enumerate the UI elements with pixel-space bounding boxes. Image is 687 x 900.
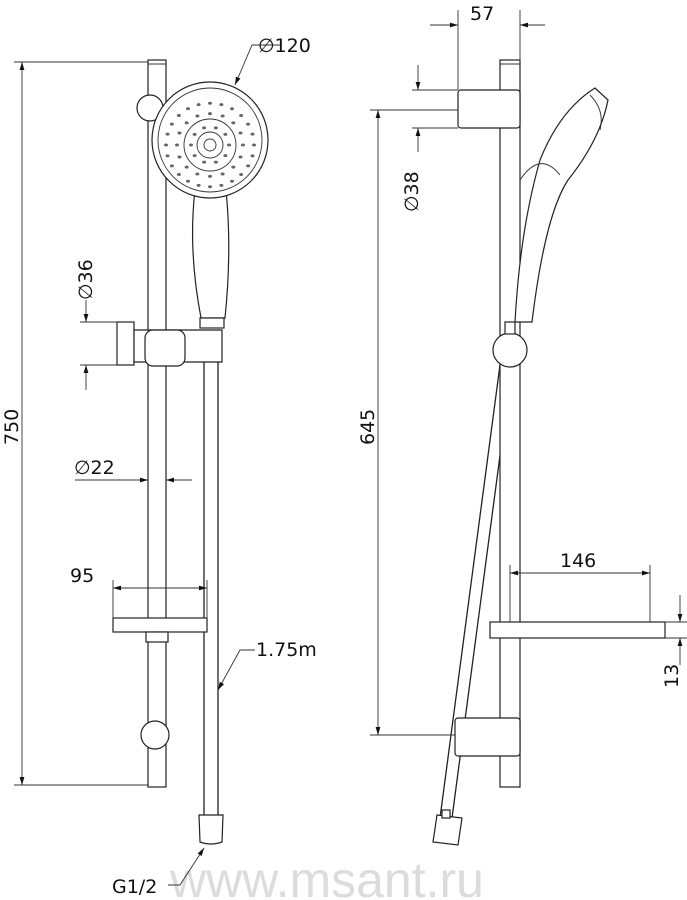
spray-nozzle (246, 122, 251, 126)
spray-nozzle (239, 173, 244, 177)
dim-bracket-spacing: 645 (357, 409, 379, 445)
dim-slider-diameter: ∅36 (75, 259, 97, 300)
spray-nozzle (230, 107, 234, 111)
dim-rail-diameter: ∅22 (74, 457, 115, 479)
dim-bracket-projection: 57 (470, 3, 494, 25)
soap-dish-side (489, 621, 666, 639)
spray-nozzle (176, 113, 181, 117)
spray-nozzle (175, 143, 179, 147)
dim-total-height: 750 (1, 409, 23, 445)
spray-nozzle (246, 164, 251, 168)
spray-nozzle (238, 131, 243, 135)
spray-nozzle (196, 103, 201, 107)
spray-nozzle (250, 132, 255, 136)
spray-nozzle (184, 121, 189, 125)
dim-bracket-diameter: ∅38 (401, 171, 423, 212)
spray-nozzle (165, 154, 170, 158)
label-connection-thread: G1/2 (112, 876, 157, 898)
dim-head-diameter: ∅120 (258, 35, 311, 57)
hose (198, 340, 224, 845)
spray-nozzle (220, 172, 225, 176)
spray-nozzle (230, 179, 234, 183)
label-hose-length: 1.75m (256, 639, 317, 661)
spray-nozzle (176, 173, 181, 177)
spray-nozzle (208, 101, 212, 105)
spray-nozzle (213, 160, 218, 164)
lower-wall-bracket (140, 720, 170, 750)
front-view: 750 (1, 35, 317, 898)
spray-nozzle (208, 174, 212, 178)
spray-nozzle (165, 132, 170, 136)
watermark: www.msant.ru (169, 852, 484, 900)
spray-nozzle (223, 132, 228, 136)
spray-nozzle (202, 126, 207, 130)
spray-nozzle (186, 107, 190, 111)
spray-nozzle (169, 122, 174, 126)
spray-nozzle (220, 114, 225, 118)
spray-nozzle (177, 131, 182, 135)
spray-nozzle (223, 154, 228, 158)
spray-nozzle (192, 154, 197, 158)
spray-nozzle (219, 183, 224, 187)
spray-nozzle (195, 172, 200, 176)
spray-nozzle (219, 103, 224, 107)
spray-nozzle (231, 165, 236, 169)
spray-nozzle (238, 155, 243, 159)
spray-nozzle (169, 164, 174, 168)
spray-nozzle (202, 160, 207, 164)
lower-wall-bracket-side (454, 717, 521, 757)
slide-rail-side (499, 59, 521, 788)
spray-nozzle (184, 165, 189, 169)
dim-soap-dish-width: 95 (70, 565, 94, 587)
spray-nozzle (177, 155, 182, 159)
upper-wall-bracket-side (457, 89, 521, 129)
spray-nozzle (208, 185, 212, 189)
spray-nozzle (186, 179, 190, 183)
spray-nozzle (196, 183, 201, 187)
slider-knob-side (492, 332, 528, 368)
spray-nozzle (250, 154, 255, 158)
spray-nozzle (231, 121, 236, 125)
spray-nozzle (195, 114, 200, 118)
height-slider (116, 321, 223, 367)
spray-nozzle (192, 132, 197, 136)
hand-shower-side (514, 87, 609, 323)
hand-shower-head (151, 81, 269, 199)
dim-soap-dish-depth: 146 (560, 550, 596, 572)
spray-nozzle (213, 126, 218, 130)
spray-nozzle (241, 143, 245, 147)
dim-soap-dish-thickness: 13 (661, 664, 683, 688)
spray-nozzle (208, 112, 212, 116)
slide-rail (147, 59, 167, 788)
spray-nozzle (189, 143, 193, 147)
spray-nozzle (252, 143, 256, 147)
soap-dish (112, 617, 208, 643)
hand-shower-handle (191, 189, 230, 319)
spray-nozzle (164, 143, 168, 147)
spray-nozzle (227, 143, 231, 147)
side-view: 57 ∅38 645 146 13 (357, 3, 687, 846)
spray-nozzle (239, 113, 244, 117)
